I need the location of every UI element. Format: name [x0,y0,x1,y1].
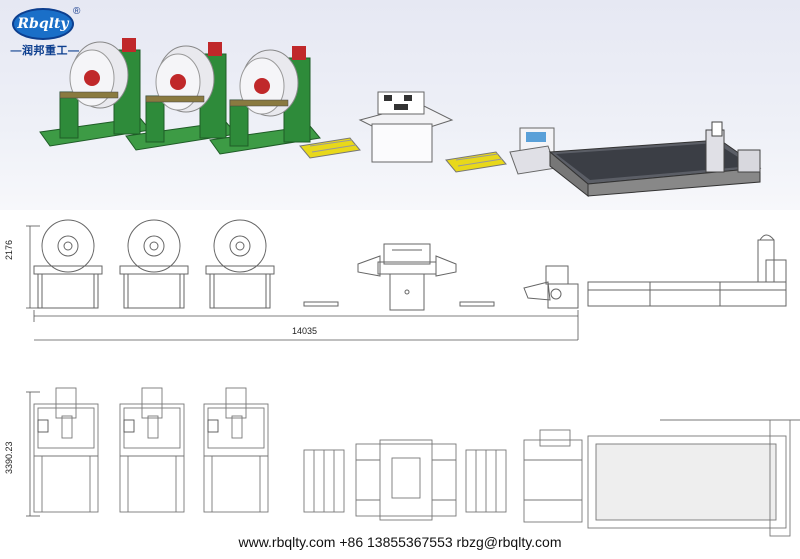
top-view-group [33,387,800,537]
decoiler-3d-2 [125,42,237,151]
decoiler-3d-1 [39,38,151,147]
bridge-front-2 [459,301,495,307]
conveyor-bridge-3d-2 [445,151,507,173]
registered-mark: ® [73,6,81,17]
front-view-group [33,219,787,311]
dimension-front-height: 2176 [4,239,14,260]
decoiler-3d-group [39,38,321,155]
dimension-top-depth: 3390.23 [4,441,14,474]
laser-bed-front [587,234,787,307]
decoiler-top-2 [119,387,185,513]
decoiler-front-3 [205,219,275,309]
bridge-top-2 [465,449,507,513]
laser-bed-top [587,419,800,537]
logo-brand-text: Rbqlty [17,16,69,32]
decoiler-front-1 [33,219,103,309]
dimension-total-length: 14035 [292,326,318,336]
decoiler-top-1 [33,387,99,513]
logo-chinese-name: —润邦重工— [10,45,80,57]
feeder-top [523,429,583,523]
straightener-front [357,243,457,311]
contact-footer: www.rbqlty.com +86 13855367553 rbzg@rbql… [238,534,562,550]
bridge-top-1 [303,449,345,513]
laser-bed-3d [548,121,762,198]
bridge-front-1 [303,301,339,307]
logo-badge: Rbqlty [12,8,74,40]
straightener-top [355,439,457,521]
feeder-3d [509,127,557,175]
feeder-front [523,265,579,309]
decoiler-front-2 [119,219,189,309]
dimension-lines [26,225,579,517]
brand-logo[interactable]: Rbqlty ® —润邦重工— [6,6,81,64]
decoiler-3d-3 [209,46,321,155]
straightener-3d [358,91,454,163]
conveyor-bridge-3d-1 [299,137,361,159]
decoiler-top-3 [203,387,269,513]
